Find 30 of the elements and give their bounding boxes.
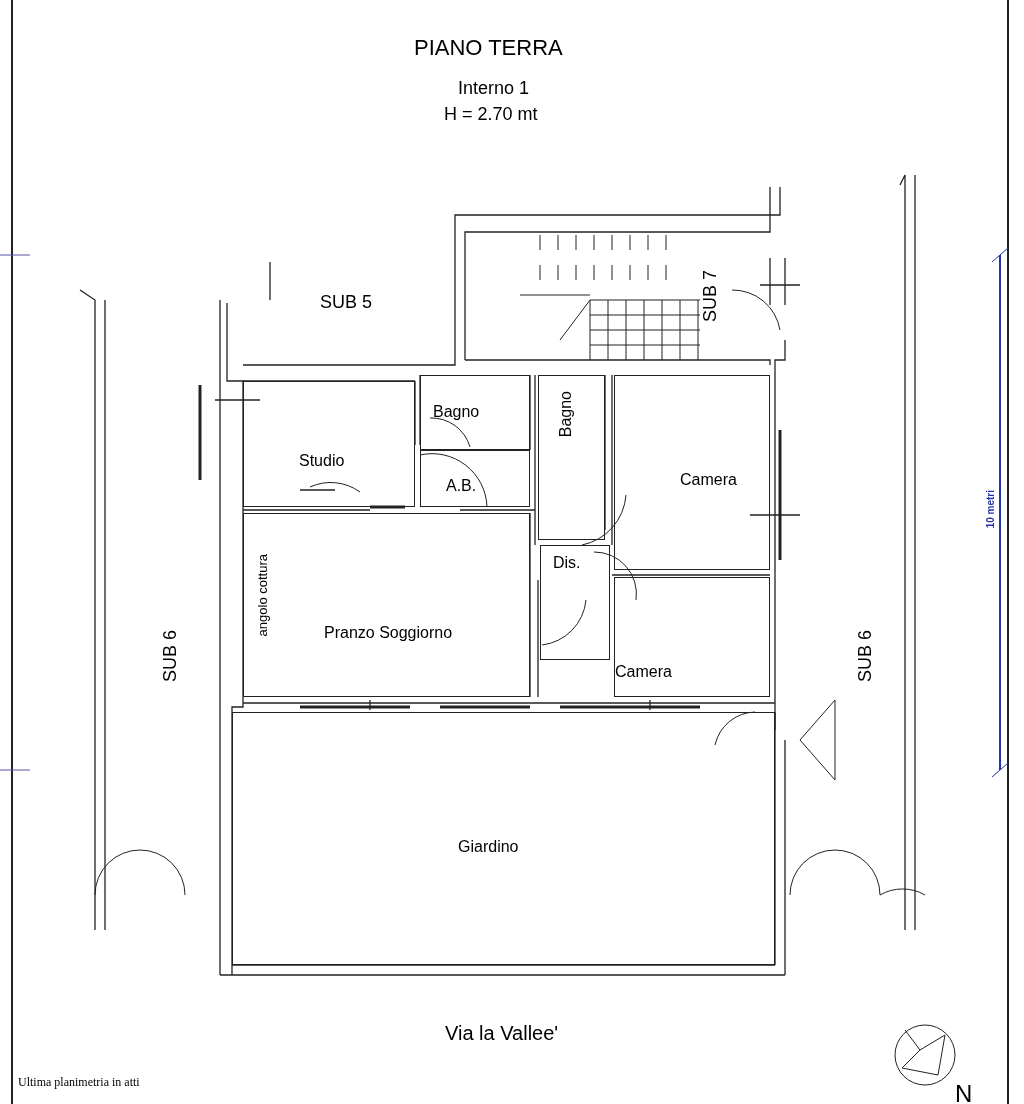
room [243,513,530,697]
area-label: angolo cottura [256,554,271,637]
room-label: Bagno [433,403,480,422]
room-label: Bagno [557,391,575,438]
room [614,375,770,570]
room [420,375,530,450]
street-label: Via la Vallee' [445,1022,559,1045]
room-label: Giardino [458,838,519,857]
height-note: H = 2.70 mt [444,104,538,125]
room-label: Studio [299,452,345,471]
neighbour-label: SUB 6 [855,630,876,683]
room [420,450,530,507]
room-label: Camera [680,471,737,490]
room [538,375,605,540]
room [540,545,610,660]
subtitle: Interno 1 [458,78,530,99]
room-label: Pranzo Soggiorno [324,624,453,643]
neighbour-label: SUB 5 [320,292,373,313]
room [243,381,415,507]
note: Ultima planimetria in atti [18,1076,140,1090]
room-label: Dis. [553,554,581,573]
north-label: N [955,1080,973,1104]
title: PIANO TERRA [414,35,563,61]
room-label: A.B. [446,477,477,496]
room [614,577,770,697]
neighbour-label: SUB 6 [160,630,181,683]
neighbour-label: SUB 7 [700,270,721,323]
room-label: Camera [615,663,672,682]
garden [232,712,775,965]
scale-label: 10 metri [985,490,997,529]
